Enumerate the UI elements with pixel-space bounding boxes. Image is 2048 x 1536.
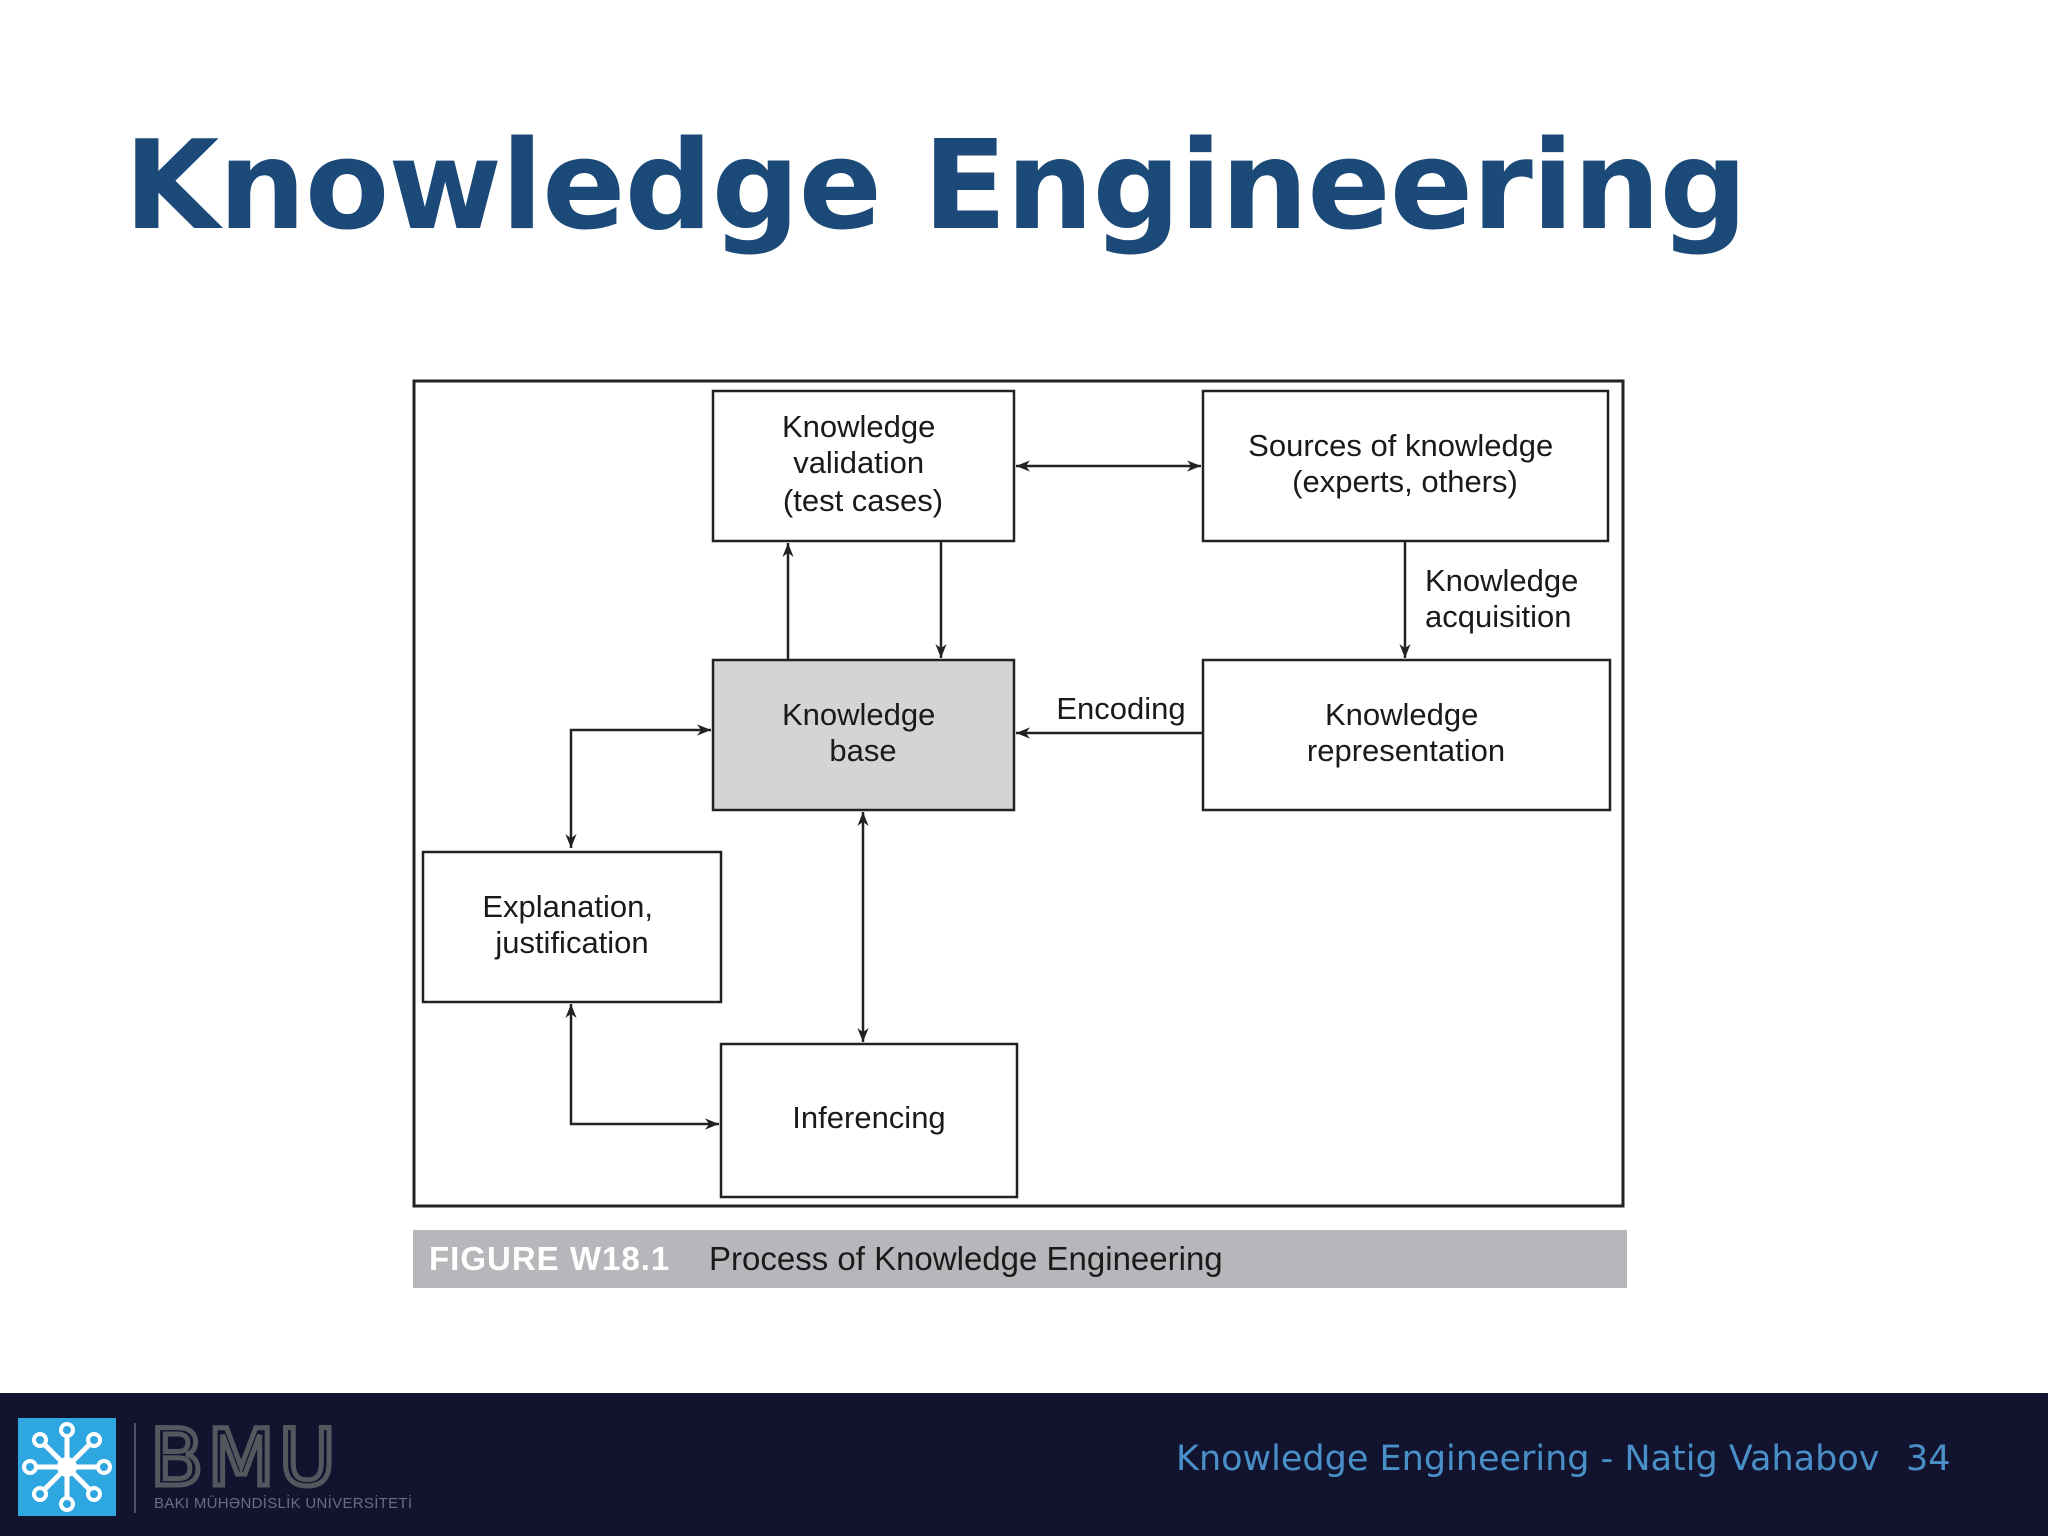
logo-separator (134, 1423, 136, 1513)
node-knowledge-base: Knowledge base (711, 658, 1016, 812)
node-knowledge-representation: Knowledge representation (1201, 658, 1612, 812)
university-logo-icon (18, 1418, 116, 1516)
edge-base-explanation (565, 724, 711, 848)
figure-caption: Process of Knowledge Engineering (709, 1240, 1223, 1277)
svg-text:Knowledge validation: Knowledge validation (test cases) (782, 409, 944, 518)
svg-text:BMU: BMU (150, 1423, 340, 1493)
university-name: BAKI MÜHƏNDİSLİK UNİVERSİTETİ (154, 1495, 413, 1512)
slide-title: Knowledge Engineering (124, 115, 1748, 258)
node-inferencing: Inferencing (719, 1042, 1019, 1199)
svg-text:Explanation, justifica: Explanation, justification (482, 889, 661, 960)
svg-text:Knowledge base: Knowledge base (782, 697, 944, 768)
figure-caption-bar: FIGURE W18.1 Process of Knowledge Engine… (413, 1230, 1627, 1288)
svg-text:Inferencing: Inferencing (792, 1100, 945, 1135)
knowledge-engineering-figure: Knowledge validation (test cases) Source… (412, 379, 1627, 1290)
label-encoding: Encoding (1056, 691, 1185, 726)
process-diagram: Knowledge validation (test cases) Source… (412, 379, 1625, 1208)
svg-text:Sources of knowledge (: Sources of knowledge (experts, others) (1248, 428, 1562, 499)
page-number: 34 (1906, 1439, 1951, 1479)
diagram-frame (412, 379, 1625, 1208)
node-explanation-justification: Explanation, justification (421, 850, 723, 1004)
footer-course-author: Knowledge Engineering - Natig Vahabov (1176, 1439, 1880, 1479)
node-knowledge-validation: Knowledge validation (test cases) (711, 389, 1016, 543)
svg-text:Knowledge representati: Knowledge representation (1307, 697, 1505, 768)
node-sources-of-knowledge: Sources of knowledge (experts, others) (1201, 389, 1610, 543)
edge-explanation-inferencing (565, 1004, 719, 1130)
slide-footer: BMU BAKI MÜHƏNDİSLİK UNİVERSİTETİ Knowle… (0, 1393, 2048, 1536)
university-wordmark: BMU (150, 1423, 340, 1493)
label-knowledge-acquisition: Knowledge acquisition (1425, 563, 1587, 634)
figure-number: FIGURE W18.1 (429, 1240, 671, 1277)
